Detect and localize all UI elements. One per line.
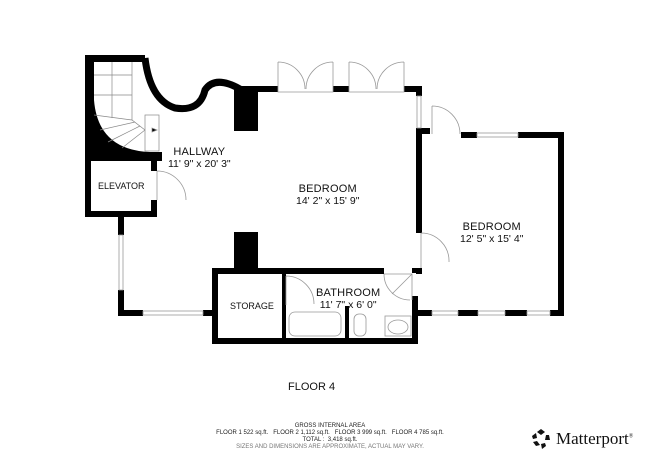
matterport-logo-icon [532,429,550,449]
matterport-logo: Matterport® [530,428,633,450]
room-bathroom: BATHROOM 11' 7" x 6' 0" [316,287,380,311]
gia-total: TOTAL : 3,418 sq.ft. [302,437,358,443]
room-dimensions: 11' 9" x 20' 3" [168,158,231,170]
room-name: STORAGE [230,301,274,311]
room-name: HALLWAY [173,146,226,158]
room-bedroom-2: BEDROOM 12' 5" x 15' 4" [460,221,523,245]
doors [118,61,551,337]
room-elevator: ELEVATOR [98,181,145,191]
room-hallway: HALLWAY 11' 9" x 20' 3" [168,146,231,170]
room-storage: STORAGE [230,301,274,311]
room-dimensions: 14' 2" x 15' 9" [296,195,360,207]
gia-title: GROSS INTERNAL AREA [294,423,366,429]
stairs [93,62,160,152]
gia-floors: FLOOR 1 522 sq.ft. FLOOR 2 1,112 sq.ft. … [216,430,444,436]
room-dimensions: 12' 5" x 15' 4" [460,233,524,245]
room-name: BEDROOM [298,183,357,195]
gross-internal-area: GROSS INTERNAL AREA FLOOR 1 522 sq.ft. F… [200,423,460,451]
room-name: ELEVATOR [98,181,145,191]
room-dimensions: 11' 7" x 6' 0" [319,299,377,311]
gia-note: SIZES AND DIMENSIONS ARE APPROXIMATE, AC… [236,444,424,450]
curved-wall [141,57,242,113]
floor-label: FLOOR 4 [288,381,336,393]
walls [85,55,564,344]
room-bedroom-1: BEDROOM 14' 2" x 15' 9" [296,183,359,207]
brand-name: Matterport® [556,429,634,448]
room-name: BATHROOM [316,287,381,299]
room-name: BEDROOM [462,221,521,233]
